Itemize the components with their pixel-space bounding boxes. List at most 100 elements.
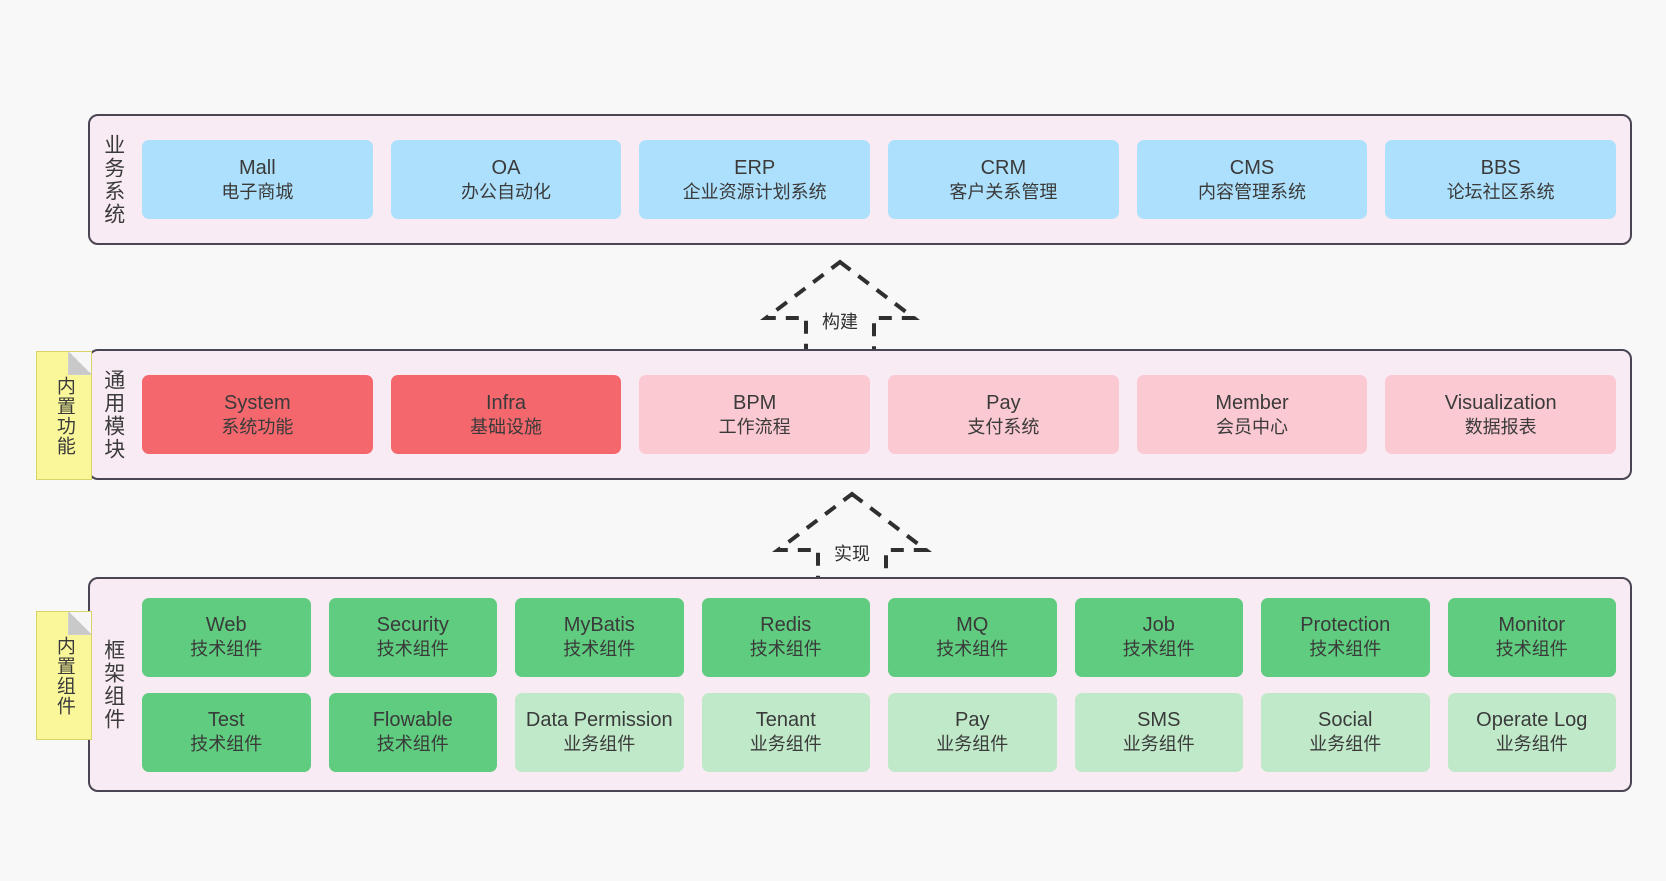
card-subtitle: 技术组件: [376, 734, 449, 755]
card-title: Redis: [760, 614, 812, 637]
card-subtitle: 电子商城: [221, 181, 294, 202]
card-title: Tenant: [755, 709, 816, 732]
card-title: CRM: [980, 156, 1027, 179]
card-redis[interactable]: Redis 技术组件: [701, 597, 870, 677]
card-subtitle: 内容管理系统: [1198, 181, 1307, 202]
note-builtin-components: 内置组件: [36, 611, 92, 740]
card-pay-business[interactable]: Pay 业务组件: [888, 692, 1057, 772]
card-title: Monitor: [1498, 614, 1566, 637]
card-sms[interactable]: SMS 业务组件: [1074, 692, 1243, 772]
card-subtitle: 业务组件: [1122, 734, 1195, 755]
card-title: Member: [1215, 391, 1289, 414]
card-title: System: [223, 391, 291, 414]
card-title: SMS: [1137, 709, 1181, 732]
card-title: OA: [491, 156, 521, 179]
layer-label-framework-components: 框架组件: [101, 638, 125, 731]
card-tenant[interactable]: Tenant 业务组件: [701, 692, 870, 772]
layer-label-business-systems: 业务系统: [101, 133, 125, 226]
card-row: Mall 电子商城 OA 办公自动化 ERP 企业资源计划系统 CRM 客户关系…: [142, 140, 1617, 219]
card-job[interactable]: Job 技术组件: [1074, 597, 1243, 677]
card-subtitle: 系统功能: [221, 416, 294, 437]
card-subtitle: 业务组件: [1495, 734, 1568, 755]
card-title: CMS: [1229, 156, 1275, 179]
arrow-label: 实现: [834, 544, 870, 564]
card-subtitle: 会员中心: [1216, 416, 1289, 437]
card-bbs[interactable]: BBS 论坛社区系统: [1385, 140, 1617, 219]
card-title: Operate Log: [1476, 709, 1588, 732]
card-web[interactable]: Web 技术组件: [142, 597, 311, 677]
card-subtitle: 基础设施: [470, 416, 542, 437]
card-subtitle: 办公自动化: [461, 181, 551, 202]
layer-business-systems: 业务系统 Mall 电子商城 OA 办公自动化 ERP 企业资源计划系统 CRM…: [88, 114, 1632, 245]
card-title: Social: [1318, 709, 1373, 732]
card-operate-log[interactable]: Operate Log 业务组件: [1447, 692, 1616, 772]
card-subtitle: 业务组件: [749, 734, 822, 755]
layer-body-business-systems: Mall 电子商城 OA 办公自动化 ERP 企业资源计划系统 CRM 客户关系…: [136, 116, 1630, 243]
card-title: Job: [1142, 614, 1175, 637]
card-mall[interactable]: Mall 电子商城: [142, 140, 373, 219]
card-protection[interactable]: Protection 技术组件: [1261, 597, 1430, 677]
card-member[interactable]: Member 会员中心: [1136, 375, 1368, 454]
arrow-label: 构建: [822, 312, 858, 332]
card-title: MQ: [956, 614, 989, 637]
card-title: Data Permission: [525, 709, 673, 732]
card-subtitle: 数据报表: [1464, 416, 1537, 437]
card-subtitle: 技术组件: [1122, 639, 1195, 660]
card-title: BPM: [733, 391, 777, 414]
card-title: Protection: [1300, 614, 1391, 637]
card-subtitle: 技术组件: [1309, 639, 1382, 660]
card-title: Pay: [986, 391, 1021, 414]
card-test[interactable]: Test 技术组件: [142, 692, 311, 772]
card-title: Flowable: [372, 709, 453, 732]
layer-common-modules: 通用模块 System 系统功能 Infra 基础设施 BPM 工作流程 Pay…: [88, 349, 1632, 480]
card-subtitle: 论坛社区系统: [1446, 181, 1555, 202]
dashed-block-arrow-up-icon: [772, 491, 932, 586]
card-monitor[interactable]: Monitor 技术组件: [1447, 597, 1616, 677]
card-pay[interactable]: Pay 支付系统: [888, 375, 1119, 454]
note-label: 内置功能: [53, 375, 75, 456]
layer-label-common-modules: 通用模块: [101, 368, 125, 461]
layer-framework-components: 框架组件 Web 技术组件 Security 技术组件 MyBatis 技术组件…: [88, 577, 1632, 792]
note-label: 内置组件: [53, 635, 75, 716]
card-mybatis[interactable]: MyBatis 技术组件: [515, 597, 684, 677]
card-data-permission[interactable]: Data Permission 业务组件: [515, 692, 684, 772]
layer-body-common-modules: System 系统功能 Infra 基础设施 BPM 工作流程 Pay 支付系统…: [136, 351, 1630, 478]
card-title: ERP: [734, 156, 776, 179]
card-title: Web: [205, 614, 247, 637]
card-title: Security: [376, 614, 449, 637]
card-erp[interactable]: ERP 企业资源计划系统: [639, 140, 871, 219]
card-subtitle: 企业资源计划系统: [682, 181, 827, 202]
layer-body-framework-components: Web 技术组件 Security 技术组件 MyBatis 技术组件 Redi…: [136, 579, 1630, 790]
card-oa[interactable]: OA 办公自动化: [390, 140, 622, 219]
card-row: Test 技术组件 Flowable 技术组件 Data Permission …: [142, 692, 1616, 772]
card-social[interactable]: Social 业务组件: [1261, 692, 1430, 772]
card-title: MyBatis: [563, 614, 635, 637]
card-bpm[interactable]: BPM 工作流程: [639, 375, 871, 454]
card-visualization[interactable]: Visualization 数据报表: [1385, 375, 1617, 454]
card-row: System 系统功能 Infra 基础设施 BPM 工作流程 Pay 支付系统…: [142, 375, 1617, 454]
card-subtitle: 技术组件: [1495, 639, 1568, 660]
card-title: Infra: [485, 391, 527, 414]
card-title: Visualization: [1444, 391, 1557, 414]
card-cms[interactable]: CMS 内容管理系统: [1136, 140, 1368, 219]
card-flowable[interactable]: Flowable 技术组件: [328, 692, 497, 772]
card-crm[interactable]: CRM 客户关系管理: [888, 140, 1119, 219]
card-subtitle: 技术组件: [563, 639, 636, 660]
card-system[interactable]: System 系统功能: [142, 375, 373, 454]
card-subtitle: 业务组件: [936, 734, 1009, 755]
card-title: Test: [207, 709, 245, 732]
card-subtitle: 业务组件: [563, 734, 636, 755]
card-infra[interactable]: Infra 基础设施: [390, 375, 622, 454]
dashed-block-arrow-up-icon: [760, 259, 920, 354]
card-security[interactable]: Security 技术组件: [328, 597, 497, 677]
card-title: BBS: [1480, 156, 1521, 179]
arrow-implement: 实现: [772, 488, 932, 586]
card-subtitle: 技术组件: [376, 639, 449, 660]
note-builtin-features: 内置功能: [36, 351, 92, 480]
card-subtitle: 工作流程: [718, 416, 791, 437]
card-title: Pay: [955, 709, 990, 732]
card-subtitle: 支付系统: [967, 416, 1040, 437]
card-mq[interactable]: MQ 技术组件: [888, 597, 1057, 677]
card-subtitle: 技术组件: [190, 734, 263, 755]
